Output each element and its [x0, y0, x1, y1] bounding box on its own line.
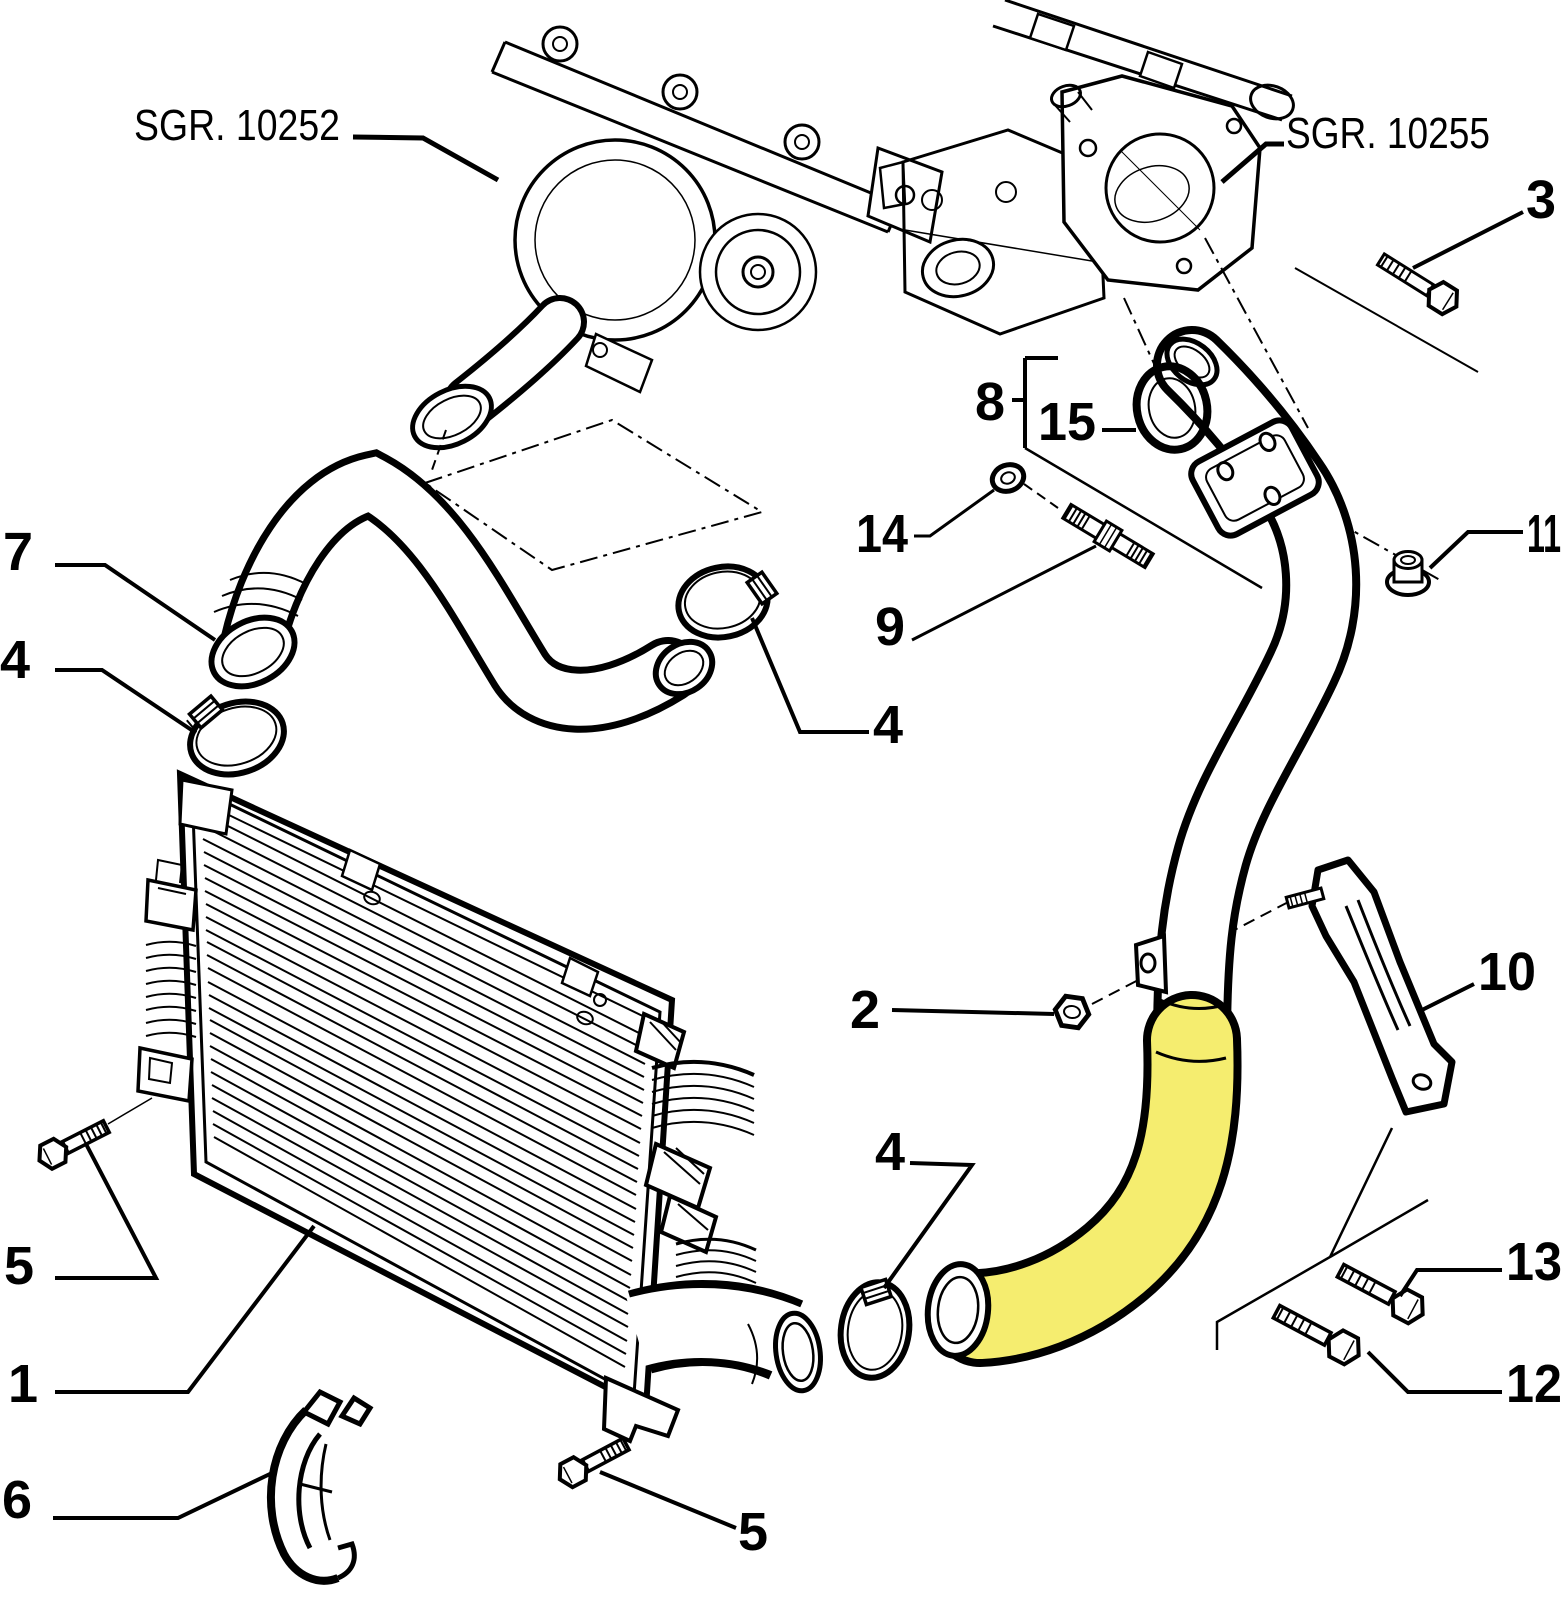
- hose-clamp-middle: [675, 563, 780, 641]
- upper-intercooler-hose: [208, 449, 716, 733]
- callout-4-middle: 4: [750, 617, 903, 755]
- bolt-5-left: [37, 1118, 112, 1172]
- stud: [1060, 502, 1156, 570]
- pipe-flange: [1188, 417, 1322, 539]
- callout-3-number: 3: [1526, 170, 1556, 230]
- nut-2: [1052, 993, 1092, 1031]
- turbo-outlet-pipe: [410, 295, 587, 451]
- washer: [989, 462, 1027, 494]
- callout-13: 13: [1398, 1232, 1562, 1298]
- callout-14-number: 14: [856, 504, 908, 564]
- callout-5-left: 5: [4, 1143, 160, 1296]
- intake-manifold-block: [878, 128, 1106, 336]
- bolt-5-bottom: [557, 1435, 632, 1490]
- radiator-foot: [601, 1374, 681, 1444]
- callout-15: 15: [1038, 392, 1136, 452]
- callout-10-number: 10: [1478, 942, 1536, 1002]
- radiator-left-tabs: [136, 858, 198, 1104]
- turbo-pipe-assembly: [924, 326, 1361, 1367]
- callout-4-bottom: 4: [875, 1122, 976, 1290]
- callout-10: 10: [1417, 942, 1536, 1014]
- callout-12-number: 12: [1506, 1354, 1562, 1414]
- pipe-mounting-tab: [1133, 933, 1169, 995]
- callout-11-number: 11: [1527, 504, 1561, 564]
- highlighted-yellow-hose: [924, 991, 1242, 1367]
- bolt-12: [1270, 1303, 1361, 1367]
- callout-2: 2: [850, 980, 1055, 1040]
- reference-label-sgr-10255: SGR. 10255: [1220, 109, 1490, 184]
- pipe-collar: [1155, 998, 1227, 1063]
- mounting-rail: [992, 0, 1295, 122]
- callout-5-left-number: 5: [4, 1236, 34, 1296]
- callout-6: 6: [2, 1470, 273, 1530]
- callout-12: 12: [1366, 1350, 1562, 1414]
- radiator-core-fins: [201, 812, 648, 1368]
- reference-label-sgr-10252: SGR. 10252: [134, 101, 500, 183]
- sgr-10252-leader: [352, 134, 500, 183]
- throttle-body-assembly: [878, 0, 1295, 336]
- hose-right-end: [652, 638, 716, 698]
- callout-11: 11: [1428, 504, 1561, 570]
- callout-4-left: 4: [0, 630, 198, 735]
- callout-7-number: 7: [3, 522, 33, 582]
- callout-4-bottom-number: 4: [875, 1122, 905, 1182]
- callout-8: 8: [975, 356, 1263, 590]
- callout-6-number: 6: [2, 1470, 32, 1530]
- sgr-10255-leader: [1220, 141, 1284, 184]
- radiator-top-mounts: [340, 848, 600, 998]
- callout-1: 1: [8, 1224, 316, 1414]
- callout-2-number: 2: [850, 980, 880, 1040]
- support-bracket-10: [1284, 856, 1456, 1116]
- radiator-corner-cap: [178, 778, 234, 836]
- callout-5-bottom-number: 5: [738, 1502, 768, 1562]
- callout-4-left-number: 4: [0, 630, 30, 690]
- callout-3: 3: [1412, 170, 1556, 270]
- o-ring-seal: [1132, 362, 1212, 454]
- callout-14: 14: [856, 488, 995, 564]
- bracket-stud: [1284, 886, 1326, 910]
- radiator-outlet-spigot: [626, 1280, 823, 1394]
- bolt-3: [1375, 251, 1459, 317]
- intercooler-radiator: [136, 769, 823, 1444]
- flanged-nut-11: [1385, 550, 1431, 597]
- callout-8-number: 8: [975, 372, 1005, 432]
- hose-left-end: [208, 614, 298, 690]
- hose-clamp-left: [186, 693, 287, 778]
- callout-9-number: 9: [875, 597, 905, 657]
- callout-9: 9: [875, 544, 1097, 657]
- throttle-body-plate: [1049, 74, 1262, 292]
- callout-4-middle-number: 4: [873, 695, 903, 755]
- retaining-clip-6: [266, 1388, 374, 1585]
- callout-1-number: 1: [8, 1354, 38, 1414]
- radiator-right-tank: [633, 1011, 757, 1295]
- callout-5-bottom: 5: [599, 1470, 768, 1562]
- callout-15-number: 15: [1038, 392, 1096, 452]
- sgr-10255-text: SGR. 10255: [1286, 109, 1490, 158]
- sgr-10252-text: SGR. 10252: [134, 101, 340, 150]
- callout-7: 7: [3, 522, 217, 642]
- yellow-hose-mouth: [924, 1261, 992, 1359]
- bolt-13: [1334, 1262, 1425, 1326]
- compressor-cover: [698, 212, 818, 332]
- callout-13-number: 13: [1506, 1232, 1562, 1292]
